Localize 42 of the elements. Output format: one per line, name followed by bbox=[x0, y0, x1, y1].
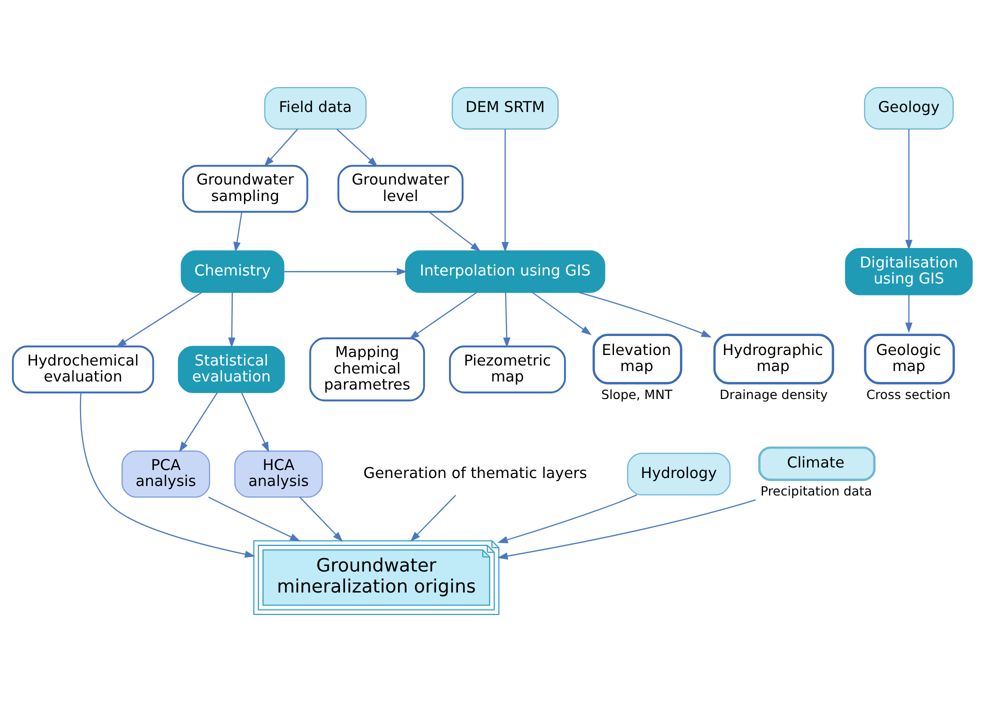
node-text: Generation of thematic layers bbox=[363, 464, 588, 482]
node-label: Cross section bbox=[866, 387, 951, 402]
arrow bbox=[179, 392, 218, 452]
node-box: DEM SRTM bbox=[452, 87, 559, 130]
node-box: Digitalisation using GIS bbox=[845, 248, 973, 296]
arrow bbox=[241, 392, 270, 452]
arrow bbox=[532, 292, 592, 336]
node-label: Drainage density bbox=[720, 387, 828, 402]
node-box: Groundwater sampling bbox=[182, 164, 308, 213]
arrow bbox=[264, 128, 298, 167]
arrow bbox=[233, 212, 242, 252]
node-box: Hydrochemical evaluation bbox=[12, 345, 154, 394]
arrow bbox=[497, 499, 756, 560]
arrow bbox=[428, 212, 481, 252]
arrow bbox=[208, 496, 300, 542]
arrow bbox=[336, 128, 378, 167]
node-box: Piezometric map bbox=[449, 345, 566, 394]
node-box: Geology bbox=[864, 87, 954, 130]
arrow bbox=[578, 292, 712, 338]
arrow bbox=[905, 294, 912, 334]
node-box: Groundwater level bbox=[337, 164, 464, 213]
arrow bbox=[116, 292, 202, 348]
node-box: Field data bbox=[264, 87, 367, 130]
node-box: PCA analysis bbox=[122, 450, 210, 498]
arrow bbox=[228, 292, 236, 348]
node-box: Statistical evaluation bbox=[178, 346, 285, 393]
node-label: Precipitation data bbox=[760, 484, 872, 499]
arrow bbox=[299, 496, 343, 542]
arrow bbox=[80, 392, 256, 558]
arrow bbox=[503, 292, 510, 348]
node-box: Hydrology bbox=[627, 452, 731, 496]
arrow bbox=[408, 292, 477, 340]
arrow bbox=[497, 494, 638, 544]
arrow bbox=[502, 129, 509, 252]
node-box: HCA analysis bbox=[234, 450, 323, 498]
node-box: Mapping chemical parametres bbox=[309, 337, 425, 402]
node-box: Chemistry bbox=[180, 250, 284, 293]
arrow bbox=[284, 268, 408, 276]
arrow bbox=[905, 129, 912, 250]
node-box: Interpolation using GIS bbox=[405, 250, 606, 293]
node-label: Slope, MNT bbox=[601, 387, 672, 402]
arrow bbox=[410, 494, 456, 542]
